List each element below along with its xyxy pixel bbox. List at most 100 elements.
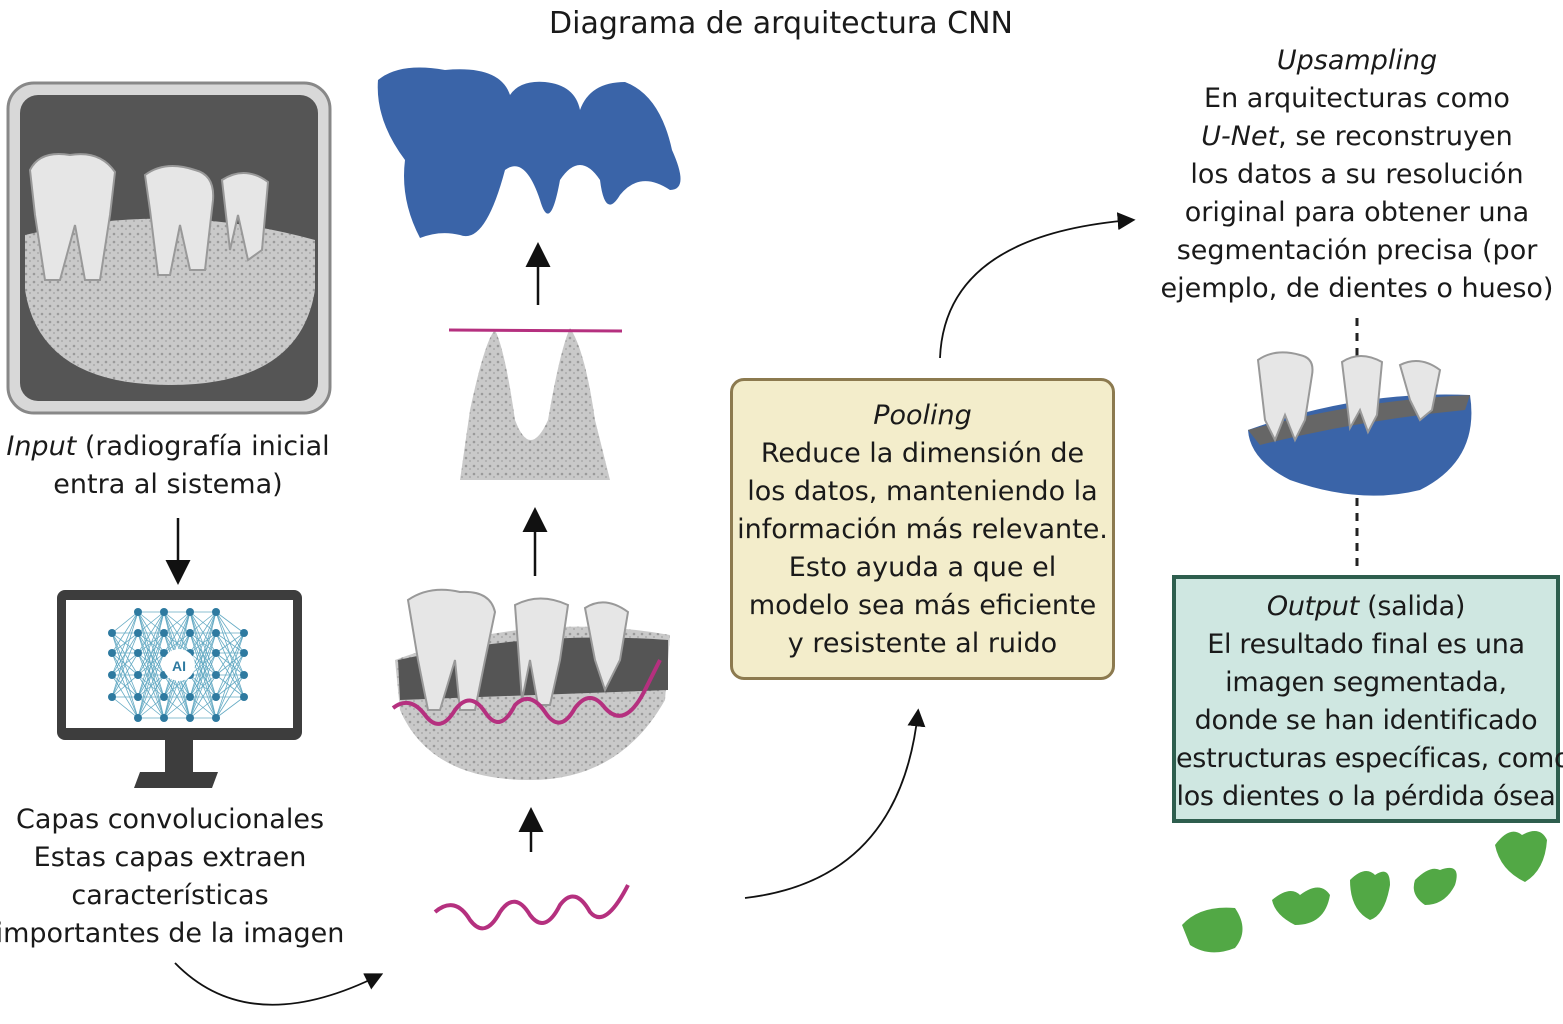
pooling-term: Pooling	[873, 400, 972, 431]
network-edge	[137, 611, 165, 634]
pooling-line: información más relevante.	[737, 514, 1108, 545]
output-term: Output	[1266, 591, 1359, 622]
network-node	[240, 649, 248, 657]
network-edge	[111, 674, 139, 698]
network-edge	[215, 632, 245, 719]
upsampling-line: segmentación precisa (por	[1176, 235, 1538, 266]
upsampling-line: En arquitecturas como	[1204, 83, 1510, 114]
green-segmented-teeth	[1182, 831, 1547, 953]
pooling-line: Reduce la dimensión de	[760, 438, 1085, 469]
arrow-conv-to-wave	[174, 962, 384, 1006]
pooling-line: los datos, manteniendo la	[747, 476, 1098, 507]
arrow-to-pooling	[744, 708, 926, 899]
network-node	[186, 629, 194, 637]
page-title: Diagrama de arquitectura CNN	[549, 6, 1013, 41]
output-term-rest: (salida)	[1358, 591, 1466, 622]
network-node	[160, 693, 168, 701]
network-edge	[189, 674, 217, 719]
network-edge	[111, 611, 139, 676]
network-edge	[137, 611, 165, 654]
network-node	[134, 714, 142, 722]
feature-wave-magenta	[433, 884, 630, 931]
network-node	[212, 629, 220, 637]
network-edge	[163, 674, 191, 719]
network-edge	[215, 696, 245, 719]
conv-line: Capas convolucionales	[15, 804, 325, 835]
bone-pooled-map	[448, 328, 623, 480]
network-edge	[189, 611, 217, 698]
network-node	[186, 608, 194, 616]
network-edge	[189, 611, 217, 654]
network-node	[108, 649, 116, 657]
jaw-feature-map	[391, 588, 670, 780]
network-edge	[137, 611, 165, 676]
upsampling-line: original para obtener una	[1184, 197, 1530, 228]
network-node	[212, 693, 220, 701]
input-caption-line1: (radiografía inicial	[76, 431, 330, 462]
network-node	[212, 714, 220, 722]
network-edge	[137, 696, 165, 719]
network-edge	[137, 611, 165, 719]
network-edge	[111, 632, 139, 698]
network-node	[108, 671, 116, 679]
network-node	[240, 693, 248, 701]
arrow-to-upsampling	[939, 212, 1136, 359]
xray-input-image	[6, 81, 332, 415]
network-edge	[111, 696, 139, 719]
network-edge	[215, 674, 245, 719]
input-term: Input	[6, 431, 77, 462]
ai-badge-text: AI	[172, 658, 186, 674]
upsampling-line: , se reconstruyen	[1278, 121, 1513, 152]
network-edge	[137, 611, 165, 698]
network-edge	[137, 652, 165, 719]
network-edge	[111, 652, 139, 698]
network-node	[186, 714, 194, 722]
monitor-neural-network-icon: AI	[57, 590, 302, 788]
network-edge	[137, 632, 165, 719]
pooling-line: modelo sea más eficiente	[748, 590, 1097, 621]
network-edge	[189, 611, 217, 719]
network-node	[134, 649, 142, 657]
network-node	[212, 649, 220, 657]
pooling-box: Pooling Reduce la dimensión de los datos…	[730, 378, 1115, 680]
network-node	[240, 629, 248, 637]
input-caption: Input (radiografía inicial entra al sist…	[0, 428, 336, 504]
input-caption-line2: entra al sistema)	[53, 469, 283, 500]
segmented-jaw-image	[1248, 351, 1472, 496]
conv-caption: Capas convolucionales Estas capas extrae…	[0, 801, 350, 953]
conv-line: Estas capas extraen	[33, 842, 307, 873]
output-line: estructuras específicas, como	[1176, 743, 1563, 774]
network-node	[186, 693, 194, 701]
network-edge	[215, 652, 245, 676]
network-node	[160, 649, 168, 657]
network-edge	[215, 632, 245, 654]
network-edge	[189, 632, 217, 719]
output-line: El resultado final es una	[1207, 629, 1525, 660]
network-edge	[189, 611, 217, 634]
network-edge	[137, 674, 165, 719]
unet-term: U-Net	[1201, 121, 1279, 152]
network-node	[134, 608, 142, 616]
network-edge	[215, 611, 245, 634]
network-node	[134, 693, 142, 701]
network-edge	[163, 611, 191, 654]
conv-line: importantes de la imagen	[0, 918, 345, 949]
network-edge	[189, 696, 217, 719]
network-edge	[163, 611, 191, 634]
network-edge	[189, 652, 217, 719]
network-node	[160, 714, 168, 722]
network-edge	[111, 611, 139, 698]
network-edge	[215, 632, 245, 698]
pooling-line: Esto ayuda a que el	[788, 552, 1057, 583]
network-edge	[215, 652, 245, 719]
network-node	[212, 608, 220, 616]
output-box: Output (salida) El resultado final es un…	[1172, 575, 1563, 823]
network-node	[108, 693, 116, 701]
network-node	[212, 671, 220, 679]
upsampling-line: ejemplo, de dientes o hueso)	[1160, 273, 1554, 304]
output-line: donde se han identificado	[1194, 705, 1538, 736]
conv-line: características	[71, 880, 269, 911]
upsampling-caption: Upsampling En arquitecturas como U-Net, …	[1150, 42, 1563, 308]
output-line: los dientes o la pérdida ósea	[1176, 781, 1556, 812]
